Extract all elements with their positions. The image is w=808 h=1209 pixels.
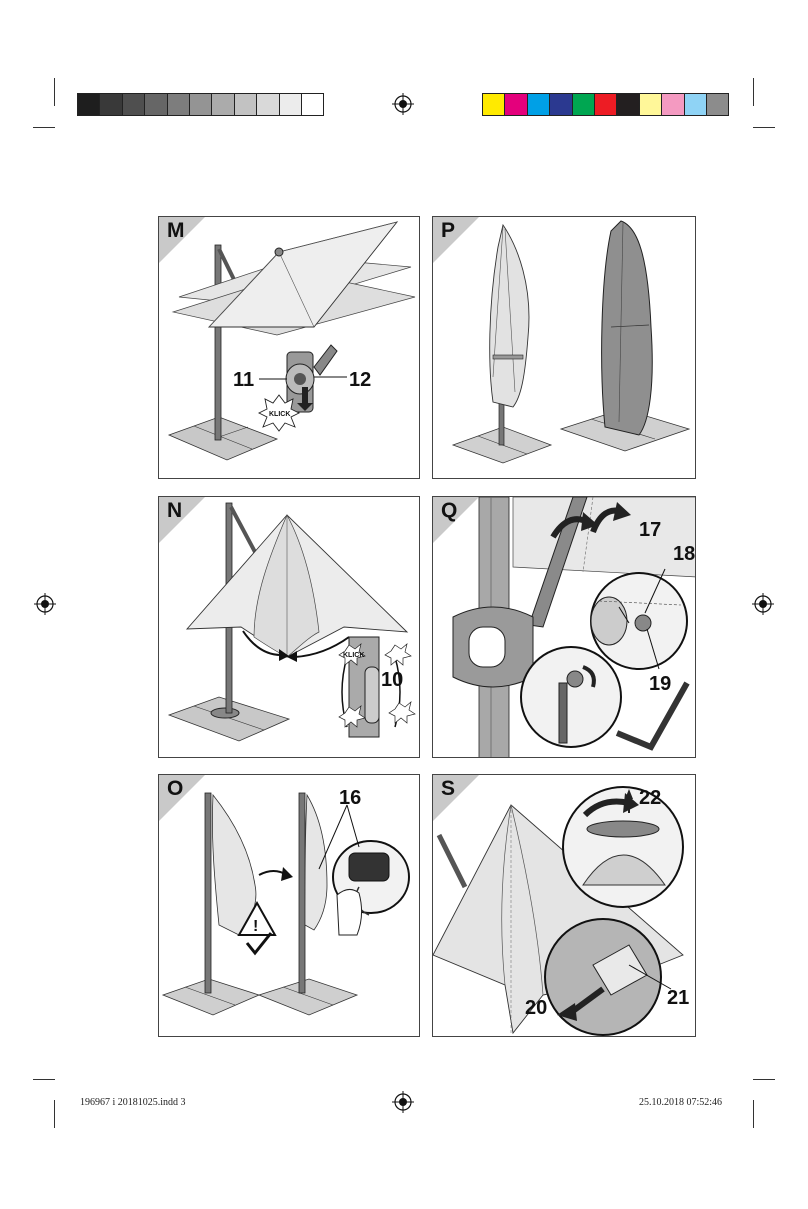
panel-label: O bbox=[167, 777, 184, 800]
panel-o-illustration: ! bbox=[159, 775, 410, 1016]
panel-p-illustration bbox=[433, 217, 691, 464]
panel-label: N bbox=[167, 499, 183, 522]
registration-mark-right bbox=[752, 593, 774, 615]
klick-label: KLICK bbox=[343, 652, 364, 659]
callout-16: 16 bbox=[339, 787, 362, 809]
callout-17: 17 bbox=[639, 519, 662, 541]
callout-10: 10 bbox=[381, 669, 404, 691]
crop-mark bbox=[33, 1079, 55, 1080]
callout-18: 18 bbox=[673, 543, 696, 565]
panel-m-illustration: KLICK bbox=[159, 217, 416, 461]
crop-mark bbox=[753, 1100, 754, 1128]
panel-m: KLICK M 11 12 bbox=[158, 216, 420, 479]
color-swatch bbox=[482, 93, 506, 116]
panel-label: P bbox=[441, 219, 456, 242]
crop-mark bbox=[753, 78, 754, 106]
warning-icon: ! bbox=[253, 918, 258, 935]
callout-22: 22 bbox=[639, 787, 662, 809]
color-swatch bbox=[706, 93, 730, 116]
callout-20: 20 bbox=[525, 997, 548, 1019]
color-swatch bbox=[99, 93, 123, 116]
color-swatch bbox=[571, 93, 595, 116]
color-swatch bbox=[638, 93, 663, 116]
panel-s: S 22 21 20 bbox=[432, 774, 696, 1037]
color-swatch bbox=[166, 93, 190, 116]
color-swatch bbox=[549, 93, 573, 116]
panel-label: Q bbox=[441, 499, 458, 522]
color-swatch bbox=[683, 93, 707, 116]
callout-11: 11 bbox=[233, 369, 255, 391]
crop-mark bbox=[753, 127, 775, 128]
color-swatch bbox=[121, 93, 146, 116]
color-swatch bbox=[616, 93, 640, 116]
panel-p: P bbox=[432, 216, 696, 479]
klick-label: KLICK bbox=[269, 411, 290, 418]
crop-mark bbox=[54, 1100, 55, 1128]
panel-label: S bbox=[441, 777, 456, 800]
color-swatch bbox=[211, 93, 235, 116]
crop-mark bbox=[33, 127, 55, 128]
panel-o: ! O 16 bbox=[158, 774, 420, 1037]
color-swatch bbox=[594, 93, 618, 116]
panel-n-illustration: KLICK bbox=[159, 497, 416, 742]
panel-q: Q 17 18 19 bbox=[432, 496, 696, 758]
crop-mark bbox=[54, 78, 55, 106]
callout-12: 12 bbox=[349, 369, 372, 391]
color-swatch bbox=[278, 93, 302, 116]
panel-label: M bbox=[167, 219, 185, 242]
registration-mark-top bbox=[392, 93, 414, 115]
color-swatch bbox=[233, 93, 258, 116]
color-swatch bbox=[301, 93, 325, 116]
color-swatch bbox=[144, 93, 168, 116]
color-swatch bbox=[526, 93, 551, 116]
color-swatch bbox=[504, 93, 528, 116]
color-swatch bbox=[77, 93, 101, 116]
color-swatch bbox=[189, 93, 213, 116]
callout-19: 19 bbox=[649, 673, 672, 695]
footer-timestamp: 25.10.2018 07:52:46 bbox=[639, 1097, 723, 1108]
panel-q-illustration bbox=[433, 497, 695, 757]
callout-21: 21 bbox=[667, 987, 690, 1009]
footer-file-info: 196967 i 20181025.indd 3 bbox=[80, 1097, 186, 1108]
panel-n: KLICK N 10 bbox=[158, 496, 420, 758]
crop-mark bbox=[753, 1079, 775, 1080]
color-swatch bbox=[661, 93, 685, 116]
registration-mark-left bbox=[34, 593, 56, 615]
panel-s-illustration bbox=[433, 775, 684, 1036]
registration-mark-bottom bbox=[392, 1091, 414, 1113]
color-swatch bbox=[256, 93, 280, 116]
